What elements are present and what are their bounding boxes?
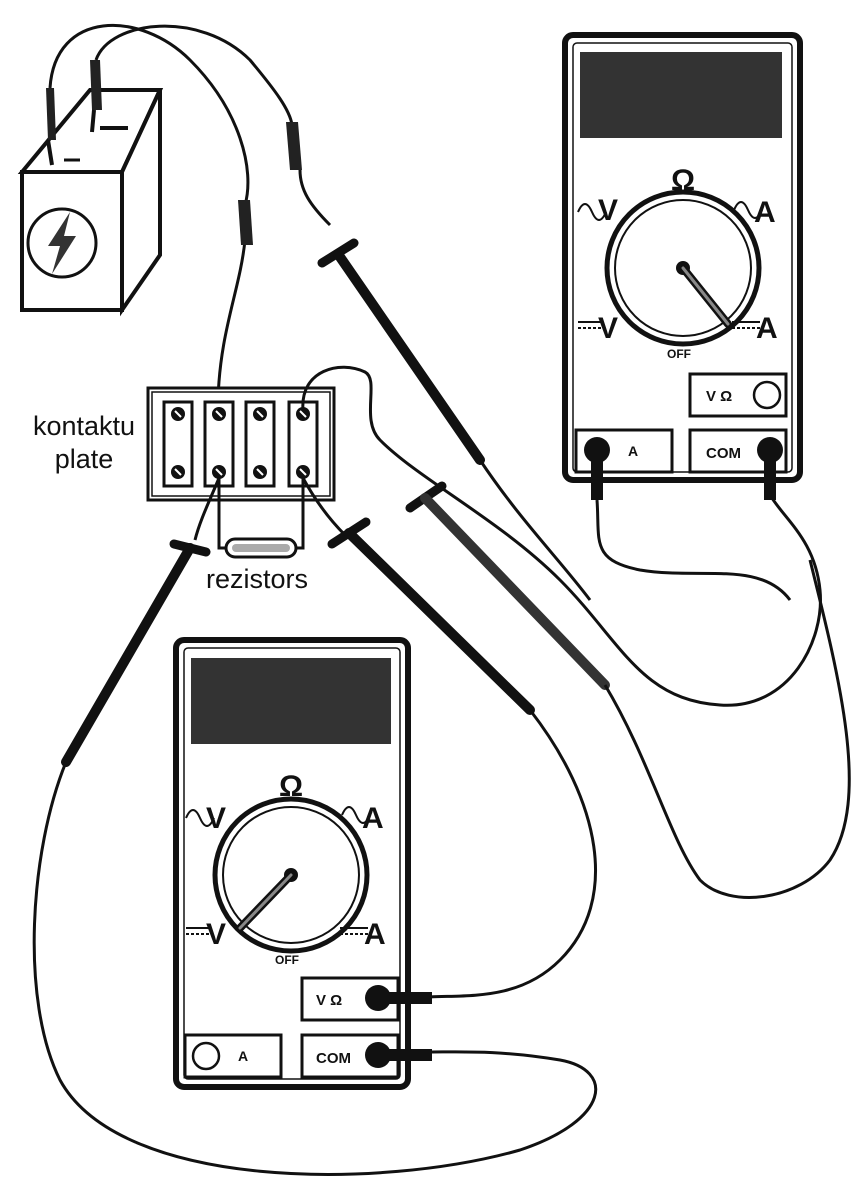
svg-text:V Ω: V Ω	[316, 992, 342, 1009]
ac-wave-icon	[733, 201, 763, 219]
dial-knob[interactable]	[604, 189, 762, 347]
alligator-clip-probe	[286, 122, 302, 170]
alligator-clip-negative	[90, 60, 102, 133]
svg-text:COM: COM	[706, 445, 741, 462]
wire-battery-to-probe	[94, 24, 294, 126]
svg-text:V Ω: V Ω	[706, 388, 732, 405]
dial-ac-amp-label: A	[362, 802, 384, 835]
svg-text:COM: COM	[316, 1050, 351, 1067]
probe-middle	[405, 481, 851, 899]
dial-dc-amp-label: A	[756, 312, 778, 345]
ac-wave-icon	[185, 809, 215, 827]
dial-ohm-label: Ω	[671, 164, 695, 197]
dial-dc-amp-label: A	[364, 918, 386, 951]
contact-board-label-line1: kontaktu	[32, 411, 136, 441]
dial-off-label: OFF	[275, 953, 299, 967]
dial-dc-volt-label: V	[206, 918, 226, 951]
dial-ohm-label: Ω	[279, 770, 303, 803]
contact-board-label-line2: plate	[54, 444, 114, 474]
plug-bottom-volt-ohm	[365, 985, 432, 1011]
plug-top-a	[584, 437, 792, 601]
probe-bottom-right	[327, 517, 597, 999]
multimeter-bottom: Ω V A V A OFF V Ω A COM	[173, 637, 411, 1090]
battery	[17, 88, 164, 317]
contact-board-label: kontaktu plate	[14, 410, 154, 476]
dial-off-label: OFF	[667, 347, 691, 361]
dial-ac-volt-label: V	[206, 802, 226, 835]
dial-knob[interactable]	[212, 796, 370, 954]
svg-text:A: A	[628, 443, 638, 459]
plug-bottom-com	[365, 1042, 432, 1068]
resistor-label: rezistors	[206, 564, 309, 594]
plug-top-com	[757, 437, 783, 500]
dc-symbol-icon	[186, 927, 210, 935]
dial-ac-volt-label: V	[598, 194, 618, 227]
svg-text:A: A	[238, 1048, 248, 1064]
dial-dc-volt-label: V	[598, 312, 618, 345]
lightning-icon	[26, 207, 98, 279]
dc-symbol-icon	[340, 927, 368, 935]
multimeter-top: Ω V A V A OFF V Ω A COM	[562, 32, 803, 483]
ac-wave-icon	[577, 203, 607, 221]
wire-battery-to-board	[48, 23, 250, 206]
dc-symbol-icon	[578, 321, 602, 329]
dc-symbol-icon	[732, 321, 760, 329]
probe-bottom-left	[32, 539, 598, 1176]
meter-display	[191, 658, 391, 744]
dial-ac-amp-label: A	[754, 196, 776, 229]
probe-top-meter	[317, 238, 592, 601]
alligator-clip-board	[238, 200, 253, 245]
meter-display	[580, 52, 782, 138]
alligator-clip-positive	[46, 88, 56, 166]
ac-wave-icon	[341, 806, 371, 824]
resistor	[217, 478, 305, 559]
